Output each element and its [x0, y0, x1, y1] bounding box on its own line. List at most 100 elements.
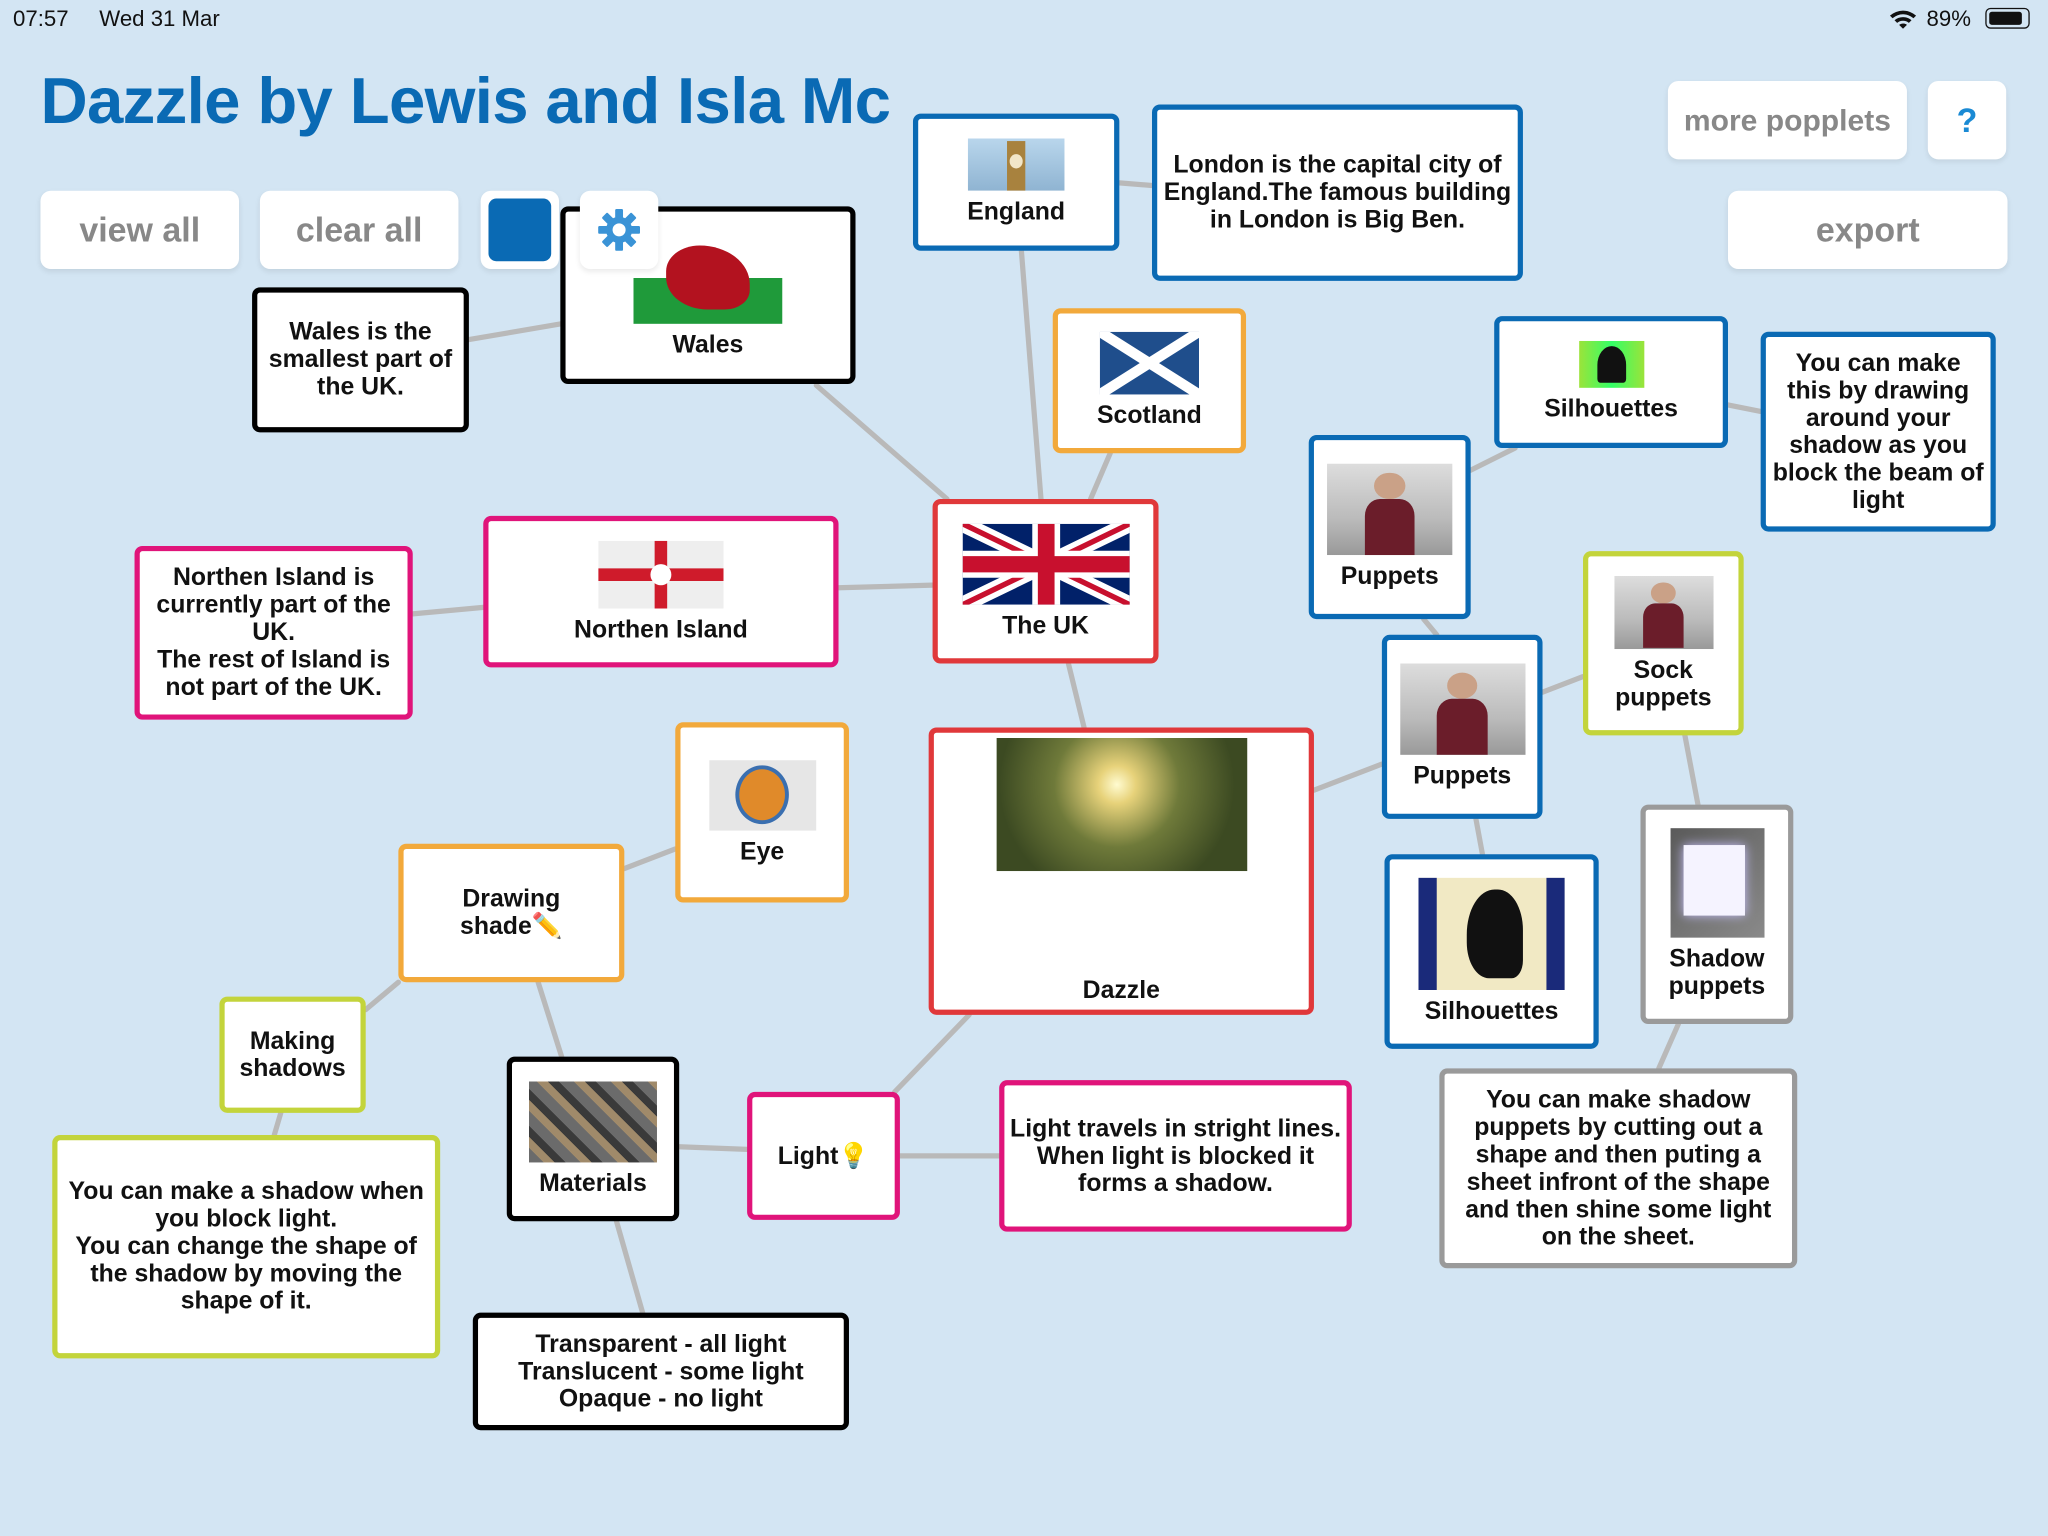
shadow-screen-image — [1669, 828, 1764, 938]
flag-ni-image — [598, 540, 724, 608]
popplet-the-uk[interactable]: The UK — [932, 498, 1159, 664]
gear-icon — [598, 208, 640, 251]
popplet-drawing-shade[interactable]: Drawing shade✏️ — [398, 843, 625, 983]
settings-button[interactable] — [579, 190, 659, 270]
connector — [813, 382, 950, 502]
popplet-text: Light💡 — [777, 1142, 870, 1170]
popplet-wales[interactable]: Wales — [560, 206, 856, 384]
connector — [271, 1110, 284, 1138]
flag-wales-image — [633, 231, 783, 324]
connector — [1311, 761, 1385, 793]
photo-image — [1613, 575, 1713, 649]
popplet-text: Making shadows — [239, 1027, 346, 1083]
connector — [835, 582, 936, 591]
connector — [1725, 402, 1764, 415]
popplet-light[interactable]: Light💡 — [747, 1091, 900, 1220]
popplet-northern-ireland[interactable]: Northen Island — [483, 515, 839, 668]
popplet-text: London is the capital city of England.Th… — [1163, 151, 1512, 234]
popplet-text: Wales — [672, 331, 744, 359]
connector — [1018, 248, 1044, 502]
popplet-dazzle[interactable]: Dazzle — [928, 727, 1314, 1015]
popplet-text: Silhouettes — [1544, 395, 1678, 424]
color-swatch — [488, 198, 552, 262]
popplet-materials[interactable]: Materials — [506, 1056, 680, 1222]
more-popplets-button[interactable]: more popplets — [1667, 80, 1907, 160]
popplet-text: Puppets — [1340, 562, 1439, 591]
connector — [410, 604, 486, 617]
connector — [466, 321, 563, 343]
popplet-eye[interactable]: Eye — [675, 722, 849, 903]
popplet-shadow-puppets-note[interactable]: You can make shadow puppets by cutting o… — [1439, 1068, 1798, 1269]
connector — [1473, 816, 1486, 857]
popplet-sock-puppets[interactable]: Sock puppets — [1583, 551, 1744, 736]
popplet-materials-note[interactable]: Transparent - all light Translucent - so… — [472, 1312, 849, 1431]
status-date: Wed 31 Mar — [99, 6, 220, 32]
popplet-text: The UK — [1002, 611, 1089, 640]
popplet-shadow-puppets[interactable]: Shadow puppets — [1640, 804, 1794, 1024]
connector — [535, 979, 565, 1060]
connector — [363, 979, 401, 1013]
connector — [1087, 450, 1113, 502]
silhouette-photo-image — [1578, 340, 1644, 388]
connector — [1656, 1021, 1681, 1072]
materials-photo-image — [528, 1080, 657, 1162]
connector — [1065, 660, 1087, 731]
popplet-shadow-note[interactable]: You can make a shadow when you block lig… — [52, 1135, 441, 1359]
popplet-title[interactable]: Dazzle by Lewis and Isla Mc — [40, 63, 891, 138]
forest-sun-image — [995, 737, 1247, 872]
photo-image — [1327, 463, 1453, 556]
popplet-text: Shadow puppets — [1668, 945, 1766, 1001]
popplet-london-note[interactable]: London is the capital city of England.Th… — [1151, 104, 1523, 281]
popplet-text: You can make shadow puppets by cutting o… — [1465, 1086, 1772, 1251]
popplet-silhouettes-1[interactable]: Silhouettes — [1494, 316, 1728, 448]
eye-diagram-image — [708, 759, 816, 831]
popplet-puppets-2[interactable]: Puppets — [1381, 634, 1543, 819]
popplet-text: Northen Island is currently part of the … — [156, 564, 391, 702]
popplet-text: Dazzle — [1082, 976, 1160, 1005]
popplet-silhouettes-note[interactable]: You can make this by drawing around your… — [1760, 331, 1996, 532]
popplet-light-note[interactable]: Light travels in stright lines. When lig… — [999, 1080, 1352, 1232]
status-time: 07:57 — [13, 6, 69, 32]
connector — [613, 1218, 646, 1316]
connector — [1682, 732, 1701, 808]
clear-all-button[interactable]: clear all — [259, 190, 459, 270]
color-picker-button[interactable] — [480, 190, 560, 270]
connector — [676, 1144, 750, 1152]
popplet-text: Wales is the smallest part of the UK. — [268, 318, 453, 401]
popplet-text: Northen Island — [574, 615, 748, 644]
popplet-text: Puppets — [1413, 762, 1512, 791]
wifi-icon — [1889, 8, 1918, 35]
popplet-silhouettes-2[interactable]: Silhouettes — [1384, 854, 1599, 1049]
popplet-text: You can make this by drawing around your… — [1772, 349, 1984, 514]
connector — [892, 1012, 972, 1095]
popplet-text: Scotland — [1096, 402, 1202, 430]
popplet-text: Drawing shade✏️ — [460, 885, 563, 941]
silhouette-head-image — [1418, 877, 1565, 991]
popplet-puppets-1[interactable]: Puppets — [1308, 434, 1471, 620]
flag-uk-image — [961, 523, 1130, 605]
popplet-wales-note[interactable]: Wales is the smallest part of the UK. — [252, 287, 469, 433]
popplet-text: Transparent - all light Translucent - so… — [518, 1330, 804, 1413]
big-ben-image — [967, 138, 1065, 191]
connector — [1468, 445, 1518, 473]
popplet-text: Silhouettes — [1424, 997, 1559, 1026]
connector — [1116, 180, 1155, 189]
export-button[interactable]: export — [1727, 190, 2008, 270]
popplet-making-shadows[interactable]: Making shadows — [219, 996, 366, 1113]
battery-icon — [1985, 7, 2030, 29]
battery-percent: 89% — [1926, 6, 1971, 32]
connector — [1421, 616, 1440, 638]
connector — [1539, 673, 1586, 695]
view-all-button[interactable]: view all — [40, 190, 240, 270]
popplet-text: Materials — [539, 1169, 647, 1198]
popplet-ni-note[interactable]: Northen Island is currently part of the … — [134, 545, 413, 720]
photo-image — [1399, 663, 1525, 755]
popplet-scotland[interactable]: Scotland — [1052, 308, 1247, 454]
help-button[interactable]: ? — [1927, 80, 2007, 160]
popplet-text: Sock puppets — [1615, 656, 1712, 712]
popplet-text: You can make a shadow when you block lig… — [68, 1178, 424, 1316]
popplet-england[interactable]: England — [912, 113, 1120, 251]
popplet-text: Eye — [740, 837, 785, 866]
